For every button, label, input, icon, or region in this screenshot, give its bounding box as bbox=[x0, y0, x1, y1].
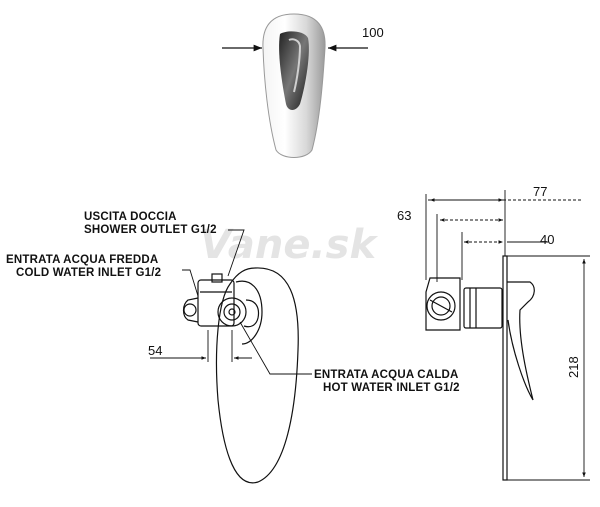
side-dim-lines bbox=[425, 190, 590, 481]
dim-inlet-offset: 54 bbox=[148, 343, 162, 358]
dim-side-depth-total: 77 bbox=[533, 184, 547, 199]
front-view bbox=[182, 267, 299, 484]
dim-front-width: 100 bbox=[362, 25, 384, 40]
watermark-text: Vane.sk bbox=[200, 222, 378, 268]
dim-height: 218 bbox=[566, 356, 581, 378]
label-outlet-it: USCITA DOCCIA bbox=[84, 211, 177, 223]
label-hot-it: ENTRATA ACQUA CALDA bbox=[314, 369, 459, 381]
label-cold-en: COLD WATER INLET G1/2 bbox=[16, 267, 161, 279]
label-hot-en: HOT WATER INLET G1/2 bbox=[323, 382, 460, 394]
callout-leaders bbox=[182, 229, 312, 375]
label-cold-it: ENTRATA ACQUA FREDDA bbox=[6, 254, 158, 266]
dim-side-plate: 40 bbox=[540, 232, 554, 247]
product-photo bbox=[262, 13, 326, 158]
label-outlet-en: SHOWER OUTLET G1/2 bbox=[84, 224, 217, 236]
side-view bbox=[425, 255, 535, 481]
dim-side-depth-body: 63 bbox=[397, 208, 411, 223]
dim-54-lines bbox=[150, 330, 252, 362]
